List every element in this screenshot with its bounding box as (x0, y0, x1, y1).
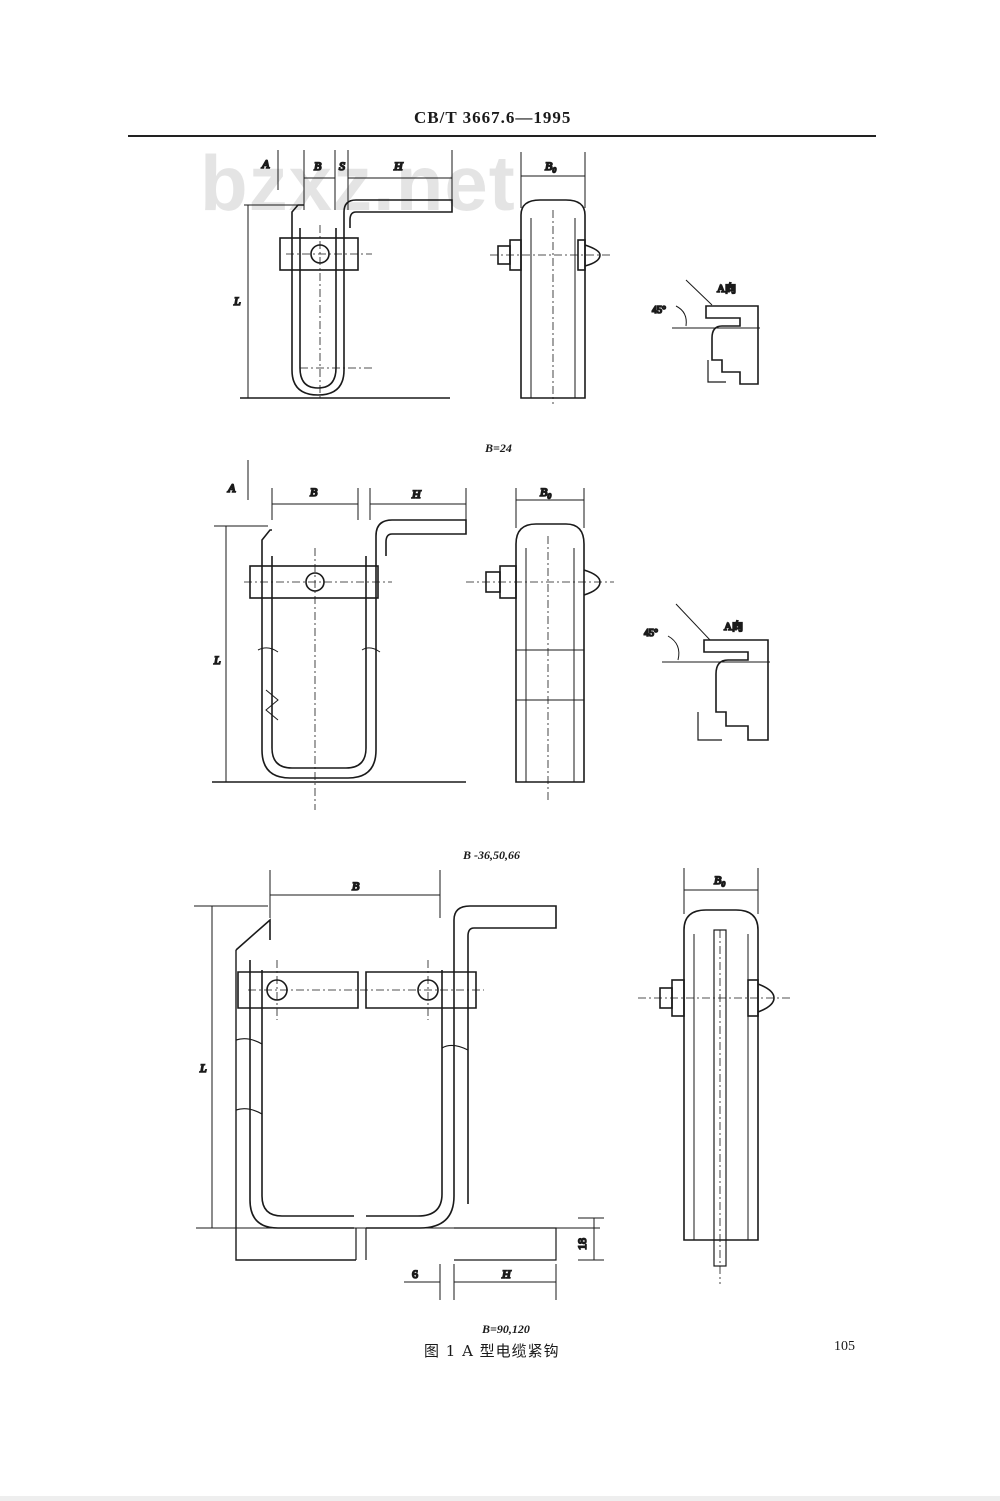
figure2-caption: B -36,50,66 (463, 848, 520, 862)
fig1-label-angle: 45° (652, 305, 666, 316)
figure2-view-a (662, 603, 770, 741)
document-code: CB/T 3667.6—1995 (414, 108, 572, 127)
page-bottom-edge (0, 1496, 1000, 1501)
fig3-label-b0: B₀ (714, 873, 726, 887)
figure1-caption: B=24 (485, 441, 512, 455)
fig1-label-h: H (393, 159, 404, 173)
figure3-side-view (638, 868, 790, 1284)
figure1-side-view (490, 152, 612, 404)
figure3-front-view (194, 870, 604, 1300)
fig1-label-view: A向 (717, 281, 736, 295)
fig1-label-s: S (339, 159, 345, 173)
fig1-label-b0: B₀ (545, 159, 557, 173)
fig2-label-l: L (213, 653, 221, 667)
header-rule (128, 135, 876, 137)
fig2-label-b: B (310, 485, 318, 499)
fig2-label-a: A (227, 481, 236, 495)
page-number: 105 (834, 1339, 855, 1354)
fig3-label-h: H (501, 1267, 512, 1281)
figure1-view-a (672, 279, 760, 385)
figure2-front-view (212, 460, 467, 810)
fig2-label-view: A向 (724, 619, 743, 633)
fig1-label-b: B (314, 159, 322, 173)
fig3-label-6: 6 (412, 1267, 418, 1281)
fig3-label-18: 18 (575, 1238, 589, 1250)
fig1-label-l: L (233, 294, 241, 308)
fig3-label-l: L (199, 1061, 207, 1075)
fig2-label-angle: 45° (644, 628, 658, 639)
fig2-label-b0: B₀ (540, 485, 552, 499)
fig2-label-h: H (411, 487, 422, 501)
figure-title: 图 1 A 型电缆紧钩 (424, 1342, 560, 1360)
figure2-side-view (466, 488, 614, 800)
fig1-label-a: A (261, 157, 270, 171)
figure1-front-view (240, 150, 453, 400)
fig3-label-b: B (352, 879, 360, 893)
figure3-caption: B=90,120 (482, 1322, 530, 1336)
